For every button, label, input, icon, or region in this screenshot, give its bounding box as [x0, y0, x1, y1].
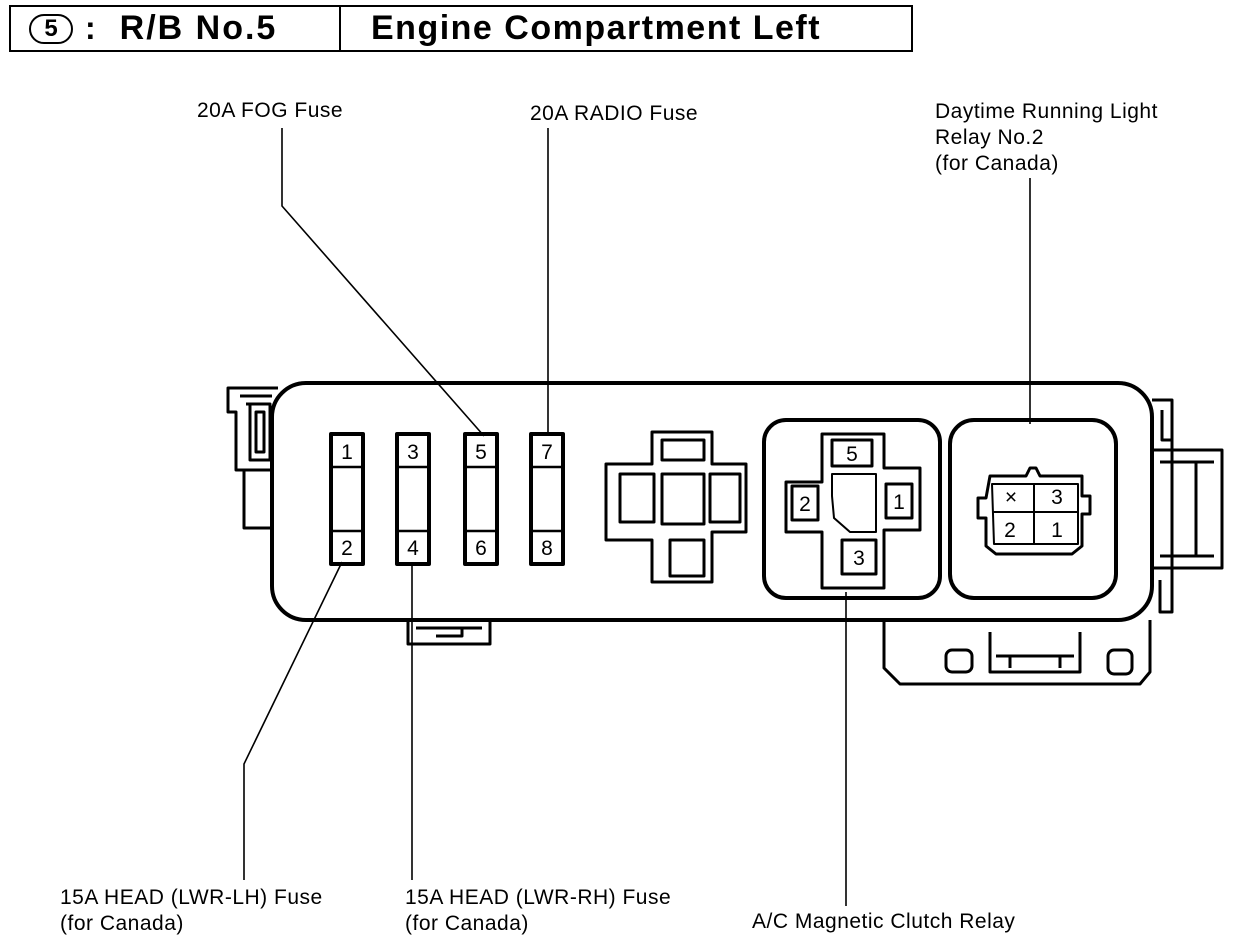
title-colon: : — [85, 10, 96, 46]
fuse-terminal-top: 7 — [541, 441, 553, 464]
drl-terminal-top-left: × — [1005, 486, 1017, 509]
label-head-lh-line1: 15A HEAD (LWR-LH) Fuse — [60, 886, 323, 909]
block-location: Engine Compartment Left — [371, 9, 822, 47]
ac-terminal-top: 5 — [846, 443, 858, 466]
label-fog-fuse: 20A FOG Fuse — [197, 99, 344, 122]
bottom-mounting-tab — [882, 620, 1152, 686]
circle-number: 5 — [29, 13, 73, 44]
fuse-1-2: 12 — [329, 432, 365, 566]
fuse-terminal-bottom: 6 — [475, 537, 487, 560]
fuse-terminal-top: 5 — [475, 441, 487, 464]
ac-magnetic-clutch-relay — [762, 418, 942, 600]
label-head-lh-fuse: 15A HEAD (LWR-LH) Fuse (for Canada) — [60, 885, 323, 937]
label-drl-relay-line3: (for Canada) — [935, 152, 1059, 175]
label-drl-relay-line2: Relay No.2 — [935, 126, 1044, 149]
bottom-latch — [406, 620, 492, 646]
fuse-terminal-top: 3 — [407, 441, 419, 464]
ac-terminal-left: 2 — [799, 493, 811, 516]
terminal-labels: 5 2 1 3 × 3 2 1 — [799, 443, 1063, 570]
drl-terminal-bottom-right: 1 — [1051, 519, 1063, 542]
title-block-id: 5 : R/B No.5 — [11, 7, 341, 50]
unused-relay-socket — [604, 430, 748, 584]
fuse-terminal-bottom: 8 — [541, 537, 553, 560]
relay-block-housing — [270, 381, 1154, 622]
fuse-terminal-top: 1 — [341, 441, 353, 464]
label-head-rh-line1: 15A HEAD (LWR-RH) Fuse — [405, 886, 672, 909]
right-side-connector — [1152, 398, 1224, 614]
label-head-rh-fuse: 15A HEAD (LWR-RH) Fuse (for Canada) — [405, 885, 671, 937]
leader-fog-fuse — [281, 128, 485, 437]
label-head-lh-line2: (for Canada) — [60, 912, 184, 935]
label-radio-fuse: 20A RADIO Fuse — [530, 102, 699, 125]
fuse-7-8: 78 — [529, 432, 565, 566]
label-drl-relay-line1: Daytime Running Light — [935, 100, 1158, 123]
drl-relay-no2 — [948, 418, 1118, 600]
fuse-terminal-bottom: 4 — [407, 537, 419, 560]
drl-terminal-top-right: 3 — [1051, 486, 1063, 509]
ac-terminal-right: 1 — [893, 491, 905, 514]
label-ac-relay: A/C Magnetic Clutch Relay — [752, 910, 1016, 933]
drl-terminal-bottom-left: 2 — [1004, 519, 1016, 542]
fuse-5-6: 56 — [463, 432, 499, 566]
fuse-terminal-bottom: 2 — [341, 537, 353, 560]
ac-terminal-bottom: 3 — [853, 547, 865, 570]
fuse-3-4: 34 — [395, 432, 431, 566]
block-name: R/B No.5 — [119, 9, 278, 47]
label-drl-relay: Daytime Running Light Relay No.2 (for Ca… — [935, 99, 1158, 177]
diagram-title: 5 : R/B No.5 Engine Compartment Left — [9, 5, 913, 52]
label-head-rh-line2: (for Canada) — [405, 912, 529, 935]
leader-head-lh-fuse — [243, 561, 343, 880]
leader-lines — [243, 128, 1031, 906]
